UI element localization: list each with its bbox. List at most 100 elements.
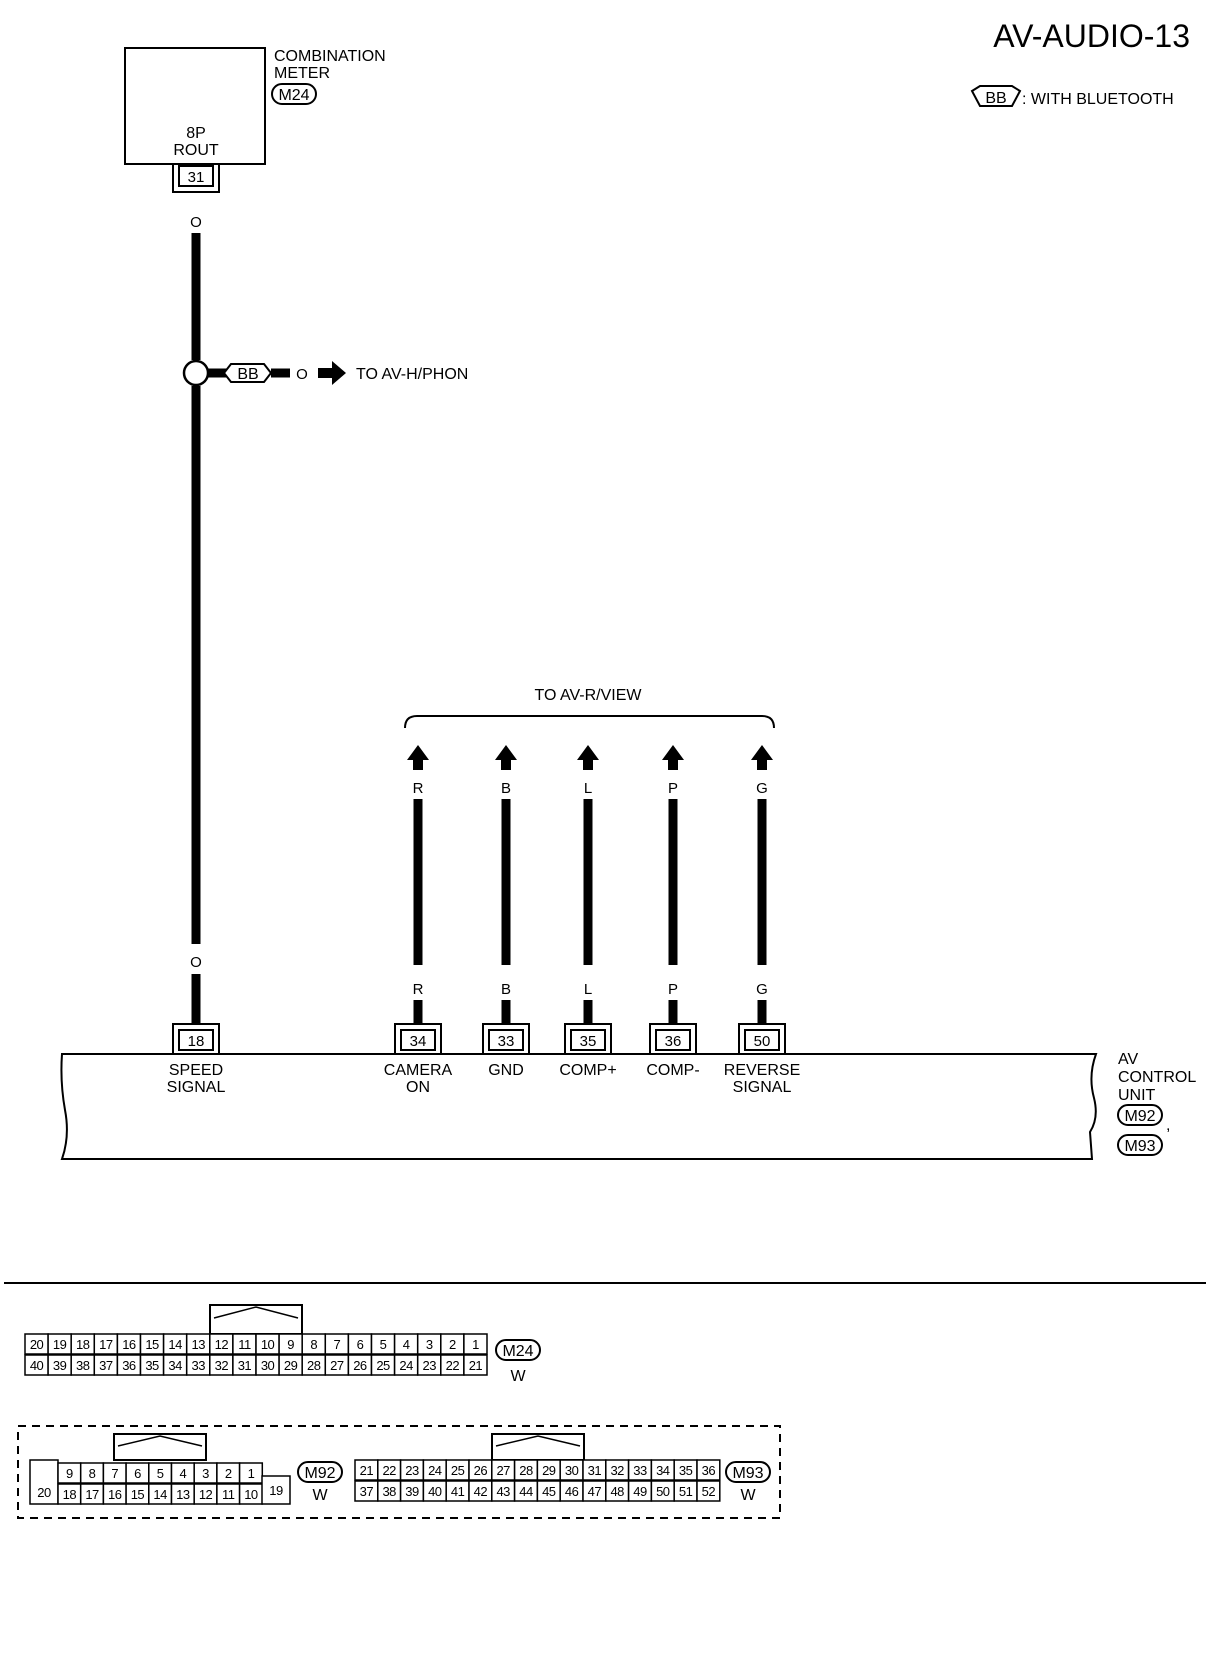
pin-number: 23 — [423, 1358, 437, 1373]
pin-number: 30 — [261, 1358, 275, 1373]
latch-chevron — [117, 1435, 203, 1447]
meter-name-line2: METER — [274, 65, 330, 82]
pin-number: 10 — [261, 1337, 275, 1352]
pin-number: 39 — [53, 1358, 67, 1373]
pin-number: 38 — [382, 1484, 396, 1499]
splice-tag: BB — [237, 366, 258, 383]
wire-color-bottom: G — [756, 981, 768, 998]
pin-number: 18 — [63, 1487, 77, 1502]
pin-number: 32 — [610, 1463, 624, 1478]
pin-cell — [696, 1459, 721, 1481]
pin-number: 25 — [451, 1463, 465, 1478]
latch-chevron — [495, 1435, 581, 1447]
pin-cell — [463, 1333, 488, 1355]
meter-connector: M24 — [278, 87, 309, 104]
pin-number: 20 — [30, 1337, 44, 1352]
terminal-box — [488, 1029, 524, 1051]
pin-number: 28 — [519, 1463, 533, 1478]
terminal-box — [570, 1029, 606, 1051]
arrow-right-icon — [318, 361, 346, 385]
pin-number: 4 — [179, 1466, 186, 1481]
unit-name-line1: AV — [1118, 1051, 1138, 1068]
legend-tag: BB — [985, 90, 1006, 107]
unit-connector-1: M92 — [1124, 1108, 1155, 1125]
pin-number: 44 — [519, 1484, 533, 1499]
pin-number: 37 — [360, 1484, 374, 1499]
meter-name-line1: COMBINATION — [274, 48, 386, 65]
speed-wire: O O — [190, 214, 202, 1030]
pin-number: 40 — [30, 1358, 44, 1373]
m93-id: M93 — [732, 1465, 763, 1482]
pin-number: 33 — [192, 1358, 206, 1373]
splice-destination: TO AV-H/PHON — [356, 366, 468, 383]
terminal-pin: 35 — [580, 1033, 597, 1050]
pin-number: 17 — [99, 1337, 113, 1352]
page-code: AV-AUDIO-13 — [993, 18, 1190, 54]
pin-cell — [29, 1459, 59, 1505]
pin-number: 43 — [496, 1484, 510, 1499]
pin-number: 47 — [588, 1484, 602, 1499]
rear-view-wires: RR34CAMERAONBB33GNDLL35COMP+PP36COMP-GG5… — [384, 745, 800, 1096]
pin-number: 37 — [99, 1358, 113, 1373]
legend-bluetooth: BB : WITH BLUETOOTH — [970, 85, 1174, 108]
pin-number: 23 — [405, 1463, 419, 1478]
terminal-pin: 50 — [754, 1033, 771, 1050]
pin-number: 2 — [225, 1466, 232, 1481]
pin-number: 41 — [451, 1484, 465, 1499]
terminal-box — [655, 1029, 691, 1051]
terminal-label-line2: ON — [406, 1079, 430, 1096]
speed-label-line2: SIGNAL — [167, 1079, 226, 1096]
terminal-label-line1: REVERSE — [724, 1062, 800, 1079]
pin-number: 52 — [702, 1484, 716, 1499]
pin-number: 14 — [168, 1337, 182, 1352]
connector-badge — [495, 1339, 541, 1361]
arrow-up-icon — [407, 745, 429, 770]
pin-number: 13 — [192, 1337, 206, 1352]
splice-node — [182, 359, 210, 387]
pin-number: 24 — [399, 1358, 413, 1373]
pin-number: 10 — [244, 1487, 258, 1502]
pin-number: 4 — [403, 1337, 410, 1352]
pin-number: 15 — [145, 1337, 159, 1352]
av-control-unit: SPEED SIGNAL AV CONTROL UNIT M92 , M93 — [60, 1051, 1196, 1160]
unit-name-line3: UNIT — [1118, 1087, 1156, 1104]
pin-number: 16 — [122, 1337, 136, 1352]
pin-number: 21 — [360, 1463, 374, 1478]
pin-number: 35 — [145, 1358, 159, 1373]
pin-cell — [261, 1475, 291, 1505]
legend-text: : WITH BLUETOOTH — [1022, 91, 1174, 108]
pin-number: 9 — [66, 1466, 73, 1481]
pin-number: 27 — [330, 1358, 344, 1373]
pin-number: 22 — [382, 1463, 396, 1478]
terminal-pin: 33 — [498, 1033, 515, 1050]
arrow-up-icon — [495, 745, 517, 770]
pin-number: 51 — [679, 1484, 693, 1499]
meter-inner-line1: 8P — [186, 125, 206, 142]
pin-number: 2 — [449, 1337, 456, 1352]
unit-connector-2: M93 — [1124, 1138, 1155, 1155]
pin-number: 7 — [111, 1466, 118, 1481]
terminal-label-line1: COMP+ — [559, 1062, 616, 1079]
arrow-up-icon — [662, 745, 684, 770]
wire-color-bottom: L — [584, 981, 592, 998]
pin-number: 5 — [157, 1466, 164, 1481]
rear-view-group: TO AV-R/VIEW — [404, 687, 775, 729]
pin-number: 40 — [428, 1484, 442, 1499]
m92-id: M92 — [304, 1465, 335, 1482]
pin-number: 28 — [307, 1358, 321, 1373]
option-tag-shape — [970, 85, 1022, 107]
pin-number: 34 — [168, 1358, 182, 1373]
connector-badge — [725, 1461, 771, 1483]
unit-name-line2: CONTROL — [1118, 1069, 1196, 1086]
connector-latch — [113, 1433, 207, 1461]
rear-view-destination: TO AV-R/VIEW — [535, 687, 643, 704]
arrow-up-icon — [751, 745, 773, 770]
connector-latch — [209, 1304, 303, 1335]
meter-inner-line2: ROUT — [173, 142, 219, 159]
pin-number: 29 — [284, 1358, 298, 1373]
wire-color-top: O — [190, 214, 202, 231]
